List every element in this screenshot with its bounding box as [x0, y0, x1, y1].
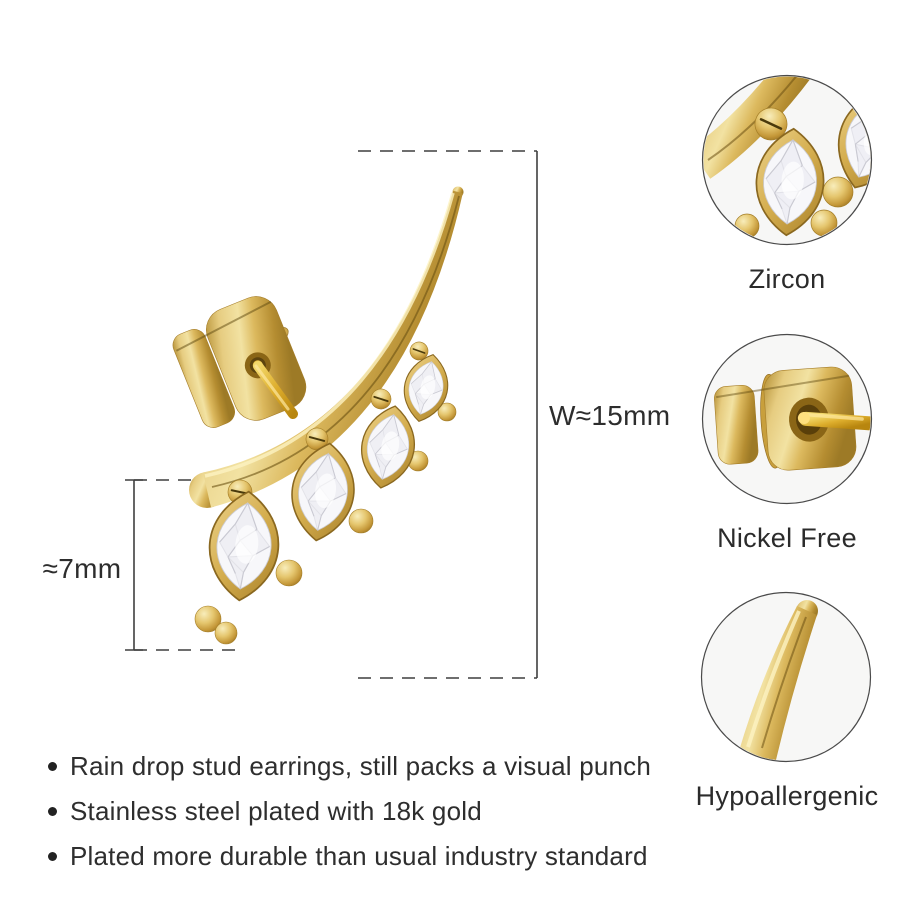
bullet-dot	[48, 762, 57, 771]
marquise-stone-3	[354, 400, 422, 494]
earring-photo	[172, 186, 464, 645]
bullet-text: Plated more durable than usual industry …	[70, 841, 648, 871]
stud-post	[253, 361, 298, 419]
feature-label-hypoallergenic: Hypoallergenic	[695, 781, 879, 811]
hypoallergenic-detail-circle	[700, 591, 872, 763]
nickel-free-detail-circle	[701, 333, 873, 505]
curved-bar	[189, 186, 464, 508]
feature-label-nickel-free: Nickel Free	[717, 523, 857, 553]
height-dimension-lines	[125, 479, 248, 651]
height-dimension-label: ≈7mm	[42, 553, 122, 584]
width-dimension-lines	[358, 150, 538, 679]
bullet-text: Rain drop stud earrings, still packs a v…	[70, 751, 652, 781]
bullet-item: Stainless steel plated with 18k gold	[44, 789, 744, 834]
prong-balls	[194, 402, 457, 645]
zircon-detail-circle	[701, 74, 873, 246]
feature-bullet-list: Rain drop stud earrings, still packs a v…	[44, 744, 744, 879]
feature-label-zircon: Zircon	[748, 264, 826, 294]
bullet-dot	[48, 852, 57, 861]
width-dimension-label: W≈15mm	[549, 400, 671, 431]
bullet-item: Rain drop stud earrings, still packs a v…	[44, 744, 744, 789]
bullet-dot	[48, 807, 57, 816]
bullet-item: Plated more durable than usual industry …	[44, 834, 744, 879]
bullet-text: Stainless steel plated with 18k gold	[70, 796, 482, 826]
